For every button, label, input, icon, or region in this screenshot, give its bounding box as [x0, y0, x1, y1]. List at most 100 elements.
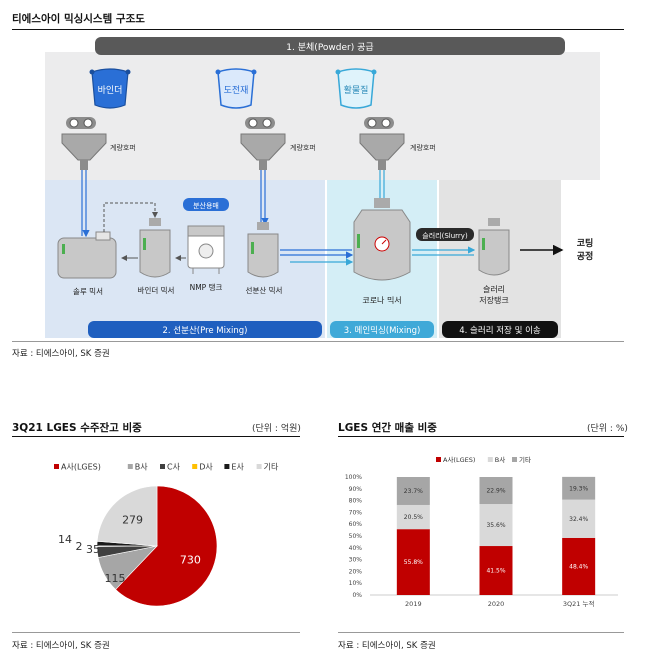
binder-mixer-icon — [139, 218, 171, 278]
pie-legend-label-4: E사 — [231, 463, 244, 472]
pie-legend-label-5: 기타 — [264, 463, 279, 472]
mixing-stage-label: 3. 메인믹싱(Mixing) — [344, 325, 421, 336]
binder-bag-icon: 바인더 — [89, 68, 131, 109]
feeder-label-2: 계량호퍼 — [290, 143, 316, 152]
bar-ytick-4: 40% — [349, 545, 363, 552]
bar-legend: A사(LGES) B사 기타 — [436, 455, 531, 464]
storage-stage-label: 4. 슬러리 저장 및 이송 — [459, 325, 541, 336]
pie-legend-swatch-3 — [192, 464, 198, 469]
diagram-title: 티에스아이 믹싱시스템 구조도 — [12, 13, 145, 25]
bar-segment-0-1 — [396, 504, 430, 530]
pie-legend-swatch-4 — [224, 464, 230, 469]
bar-legend-label-2: 기타 — [519, 455, 531, 464]
bar-legend-swatch-0 — [436, 457, 441, 462]
bar-category-2: 3Q21 누적 — [563, 600, 595, 608]
bar-segment-1-0 — [479, 546, 513, 595]
bar-value-label-0-2: 23.7% — [404, 488, 423, 495]
bar-legend-label-1: B사 — [495, 455, 505, 464]
bar-ytick-8: 80% — [349, 498, 363, 505]
pie-value-label-3: 2 — [76, 540, 83, 553]
binder-bag-label: 바인더 — [98, 85, 123, 96]
dispersion-solvent-tag — [183, 198, 229, 211]
slurry-tank-label-1: 슬러리 — [483, 284, 505, 294]
bar-segment-0-0 — [396, 529, 430, 595]
feeder-hopper-2-icon — [240, 117, 286, 170]
bar-legend-label-0: A사(LGES) — [443, 455, 475, 464]
bar-ytick-0: 0% — [352, 592, 362, 599]
binder-mixer-label: 바인더 믹서 — [138, 285, 175, 295]
premixing-stage-label: 2. 선분산(Pre Mixing) — [163, 325, 248, 336]
active-material-bag-icon: 활물질 — [335, 68, 377, 109]
bar-unit: (단위 : %) — [587, 424, 628, 434]
mixing-stage-tab — [330, 321, 434, 338]
bar-bars: 55.8% 20.5% 23.7% 41.5% 35.6% 22.9% 48.4% 32.4%… — [396, 476, 596, 595]
pie-value-label-2: 35 — [86, 543, 100, 556]
bar-category-0: 2019 — [405, 600, 422, 608]
feeder-label-1: 계량호퍼 — [110, 143, 136, 152]
active-material-bag-label: 활물질 — [344, 84, 369, 96]
powder-supply-panel — [45, 52, 600, 180]
bar-value-label-0-0: 55.8% — [404, 559, 423, 566]
pie-value-label-4: 14 — [58, 533, 72, 546]
bar-value-label-2-1: 32.4% — [569, 516, 588, 523]
bar-category-1: 2020 — [488, 600, 505, 608]
coating-label-2: 공정 — [577, 250, 594, 262]
bar-category-labels: 2019 2020 3Q21 누적 — [405, 600, 594, 608]
bar-ytick-5: 50% — [349, 533, 363, 540]
coating-label-1: 코팅 — [577, 238, 594, 249]
bar-segment-2-1 — [562, 499, 596, 538]
diagram-bottom-rule — [12, 341, 624, 342]
premixing-stage-tab — [88, 321, 322, 338]
conductive-bag-icon: 도전재 — [215, 68, 257, 109]
feeder-hopper-3-icon — [359, 117, 405, 170]
bar-segment-2-0 — [562, 537, 596, 595]
slurry-tank-icon — [478, 218, 510, 276]
bar-title-rule — [338, 436, 624, 437]
solu-mixer-icon — [57, 231, 117, 279]
corona-mixer-icon — [353, 198, 411, 281]
storage-stage-tab — [442, 321, 558, 338]
bar-value-label-1-2: 22.9% — [486, 488, 505, 495]
pie-legend-label-2: C사 — [167, 463, 181, 472]
pie-source: 자료 : 티에스아이, SK 증권 — [12, 641, 110, 651]
pie-title-rule — [12, 436, 300, 437]
bar-heading: LGES 연간 매출 비중 — [338, 422, 437, 434]
powder-supply-banner-text: 1. 분체(Powder) 공급 — [286, 42, 373, 53]
pie-legend-swatch-2 — [160, 464, 165, 469]
pie-legend-swatch-5 — [256, 464, 262, 469]
conductive-bag-label: 도전재 — [224, 85, 249, 96]
bar-ytick-7: 70% — [349, 509, 363, 516]
bar-value-label-2-0: 48.4% — [569, 563, 588, 570]
slurry-tag — [416, 228, 474, 241]
slurry-tag-label: 슬러리(Slurry) — [422, 231, 468, 240]
pie-value-label-0: 730 — [180, 553, 201, 566]
nmp-tank-icon — [187, 225, 225, 274]
bar-ytick-2: 20% — [349, 568, 363, 575]
pie-value-label-1: 115 — [105, 572, 126, 585]
bar-value-label-1-1: 35.6% — [486, 522, 505, 529]
binder-loop-line — [103, 202, 158, 232]
bar-ytick-6: 60% — [349, 521, 363, 528]
feeder-hopper-1-icon — [61, 117, 107, 170]
bar-ytick-1: 10% — [349, 580, 363, 587]
bar-ytick-10: 100% — [345, 474, 362, 481]
feeder-label-3: 계량호퍼 — [410, 143, 436, 152]
pie-legend-label-0: A사(LGES) — [61, 463, 101, 472]
title-rule — [12, 29, 624, 30]
bar-value-label-1-0: 41.5% — [486, 568, 505, 575]
pie-bottom-rule — [12, 632, 300, 633]
pie-unit: (단위 : 억원) — [252, 424, 301, 434]
bar-ytick-3: 30% — [349, 557, 363, 564]
corona-mixer-label: 코로나 믹서 — [362, 295, 401, 305]
solu-mixer-label: 솔루 믹서 — [73, 286, 103, 296]
pie-legend-swatch-1 — [127, 464, 133, 469]
bar-value-label-0-1: 20.5% — [404, 514, 423, 521]
bar-segment-0-2 — [396, 477, 430, 505]
nmp-tank-label: NMP 탱크 — [190, 282, 223, 292]
predispersion-mixer-label: 선분산 믹서 — [246, 285, 283, 295]
pie-legend-label-3: D사 — [199, 463, 213, 472]
bar-ytick-9: 90% — [349, 486, 363, 493]
